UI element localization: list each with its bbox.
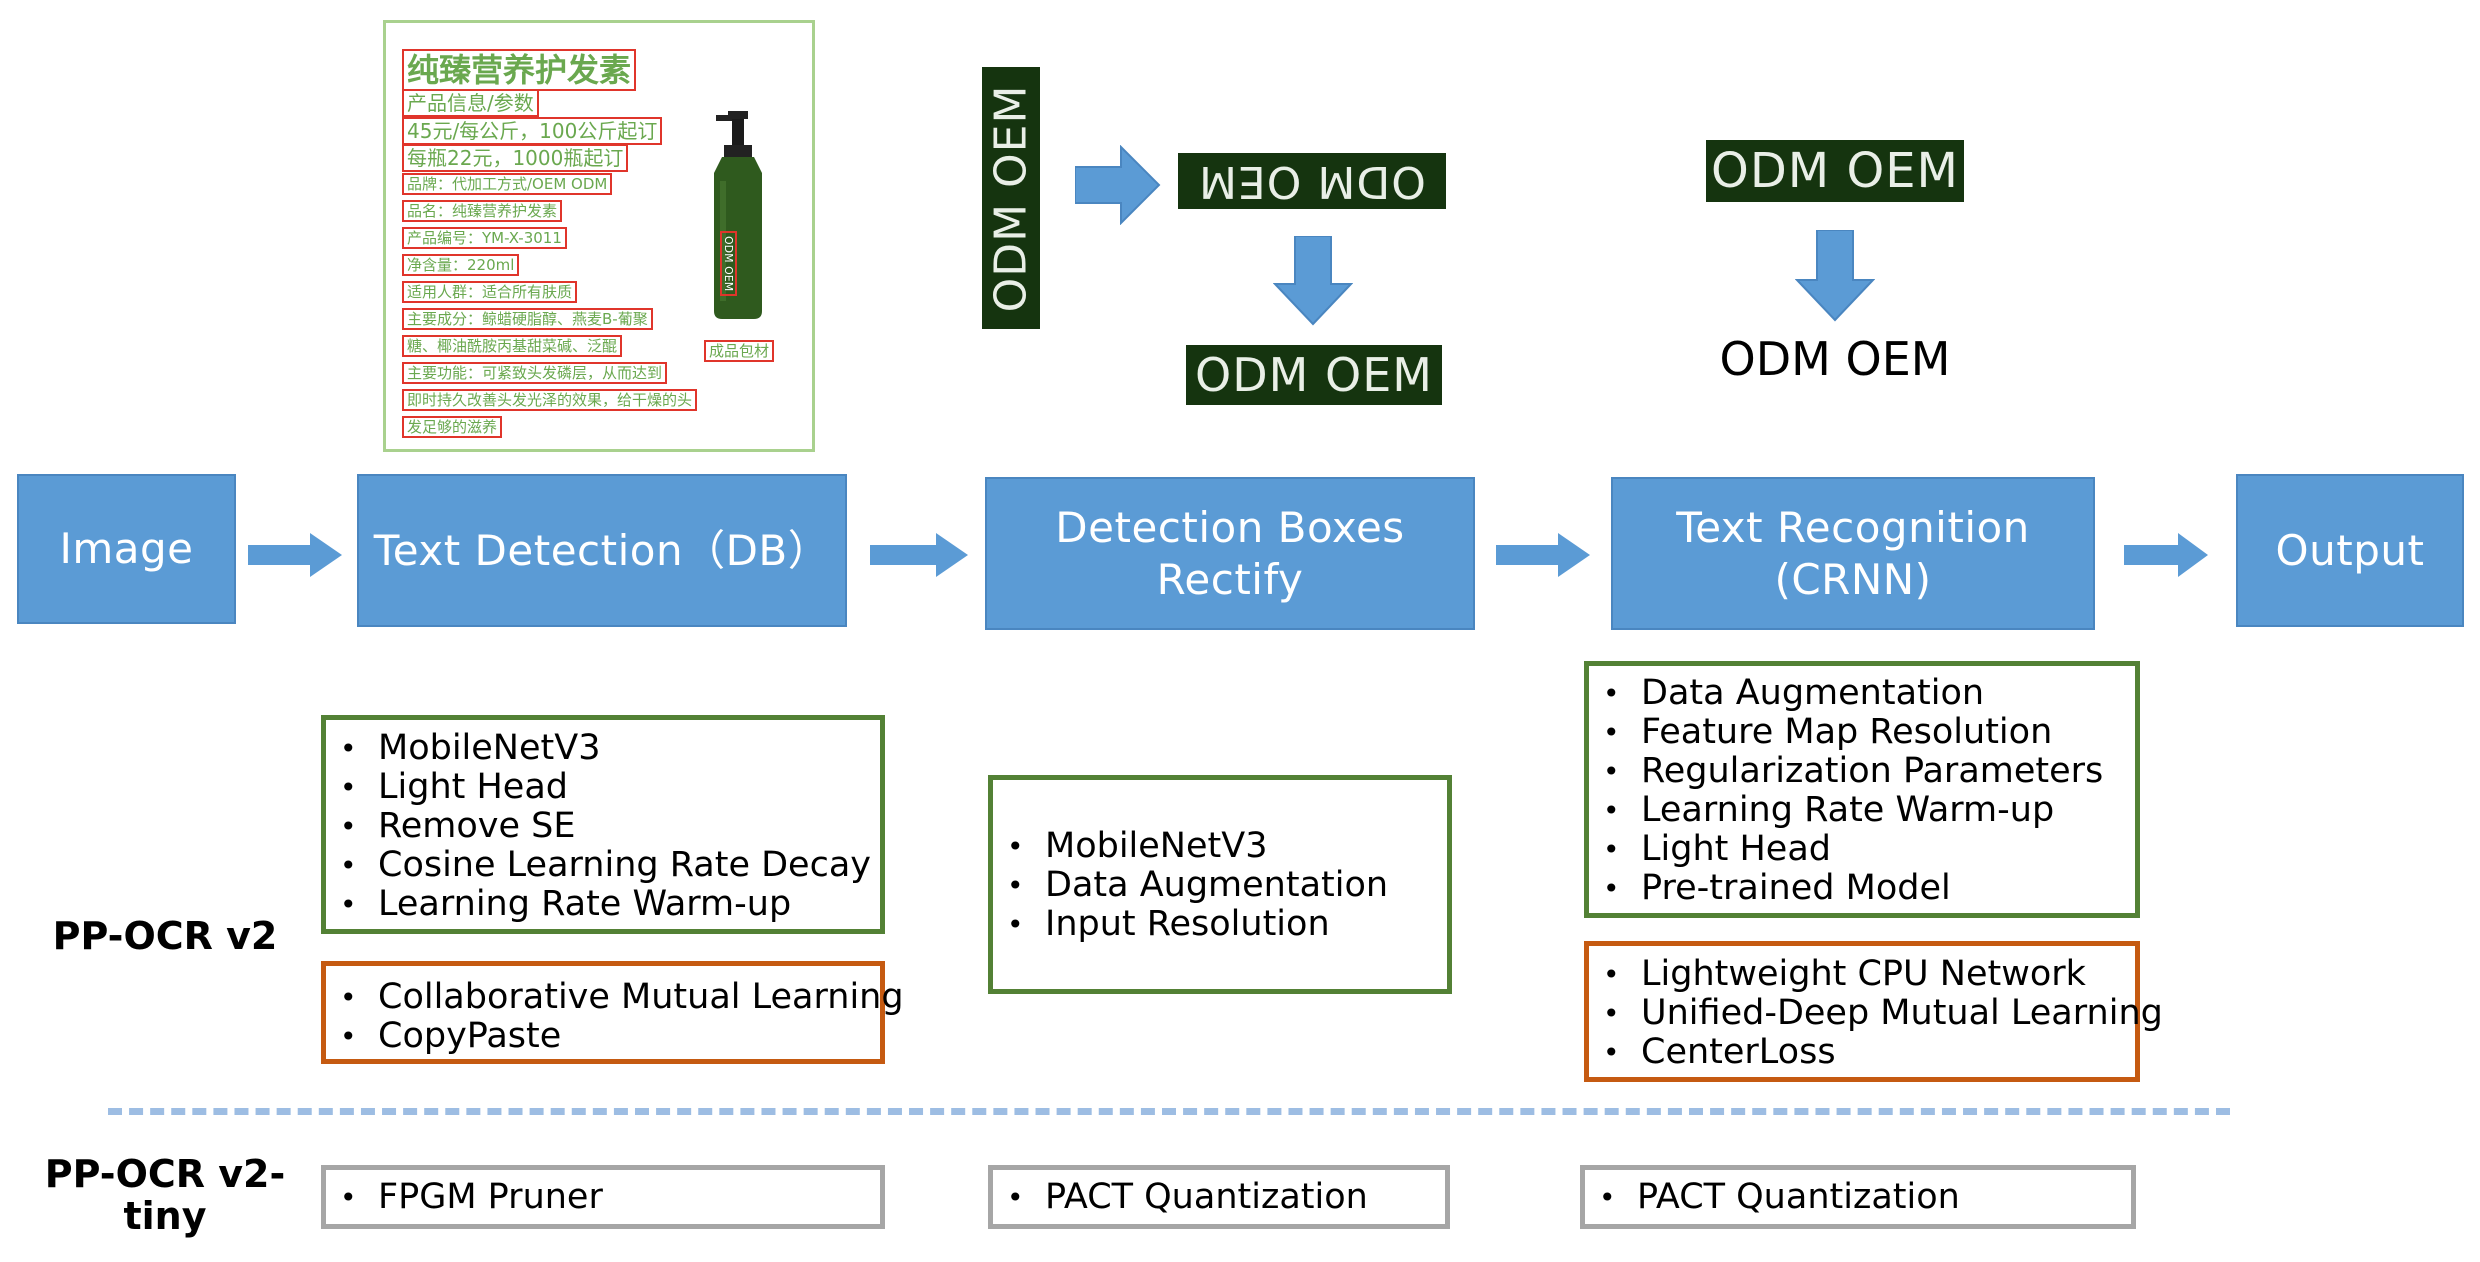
- product-text-line: 发足够的滋养: [402, 416, 503, 438]
- right-arrow-icon: [1496, 533, 1590, 577]
- product-text-line: 糖、椰油酰胺丙基甜菜碱、泛醌: [402, 335, 623, 357]
- tiny-detection-box: FPGM Pruner: [321, 1165, 885, 1229]
- stage-detection-boxes-rectify: Detection Boxes Rectify: [985, 477, 1475, 630]
- list-item: Pre-trained Model: [1589, 869, 2135, 909]
- detection-optimizations-box: MobileNetV3 Light Head Remove SE Cosine …: [321, 715, 885, 934]
- ppocr-v2-tiny-label: PP-OCR v2- tiny: [44, 1152, 286, 1238]
- stage-text-recognition: Text Recognition (CRNN): [1611, 477, 2095, 630]
- product-text-line: 品名：纯臻营养护发素: [402, 200, 563, 222]
- right-arrow-icon: [1075, 145, 1161, 225]
- down-arrow-icon: [1795, 230, 1875, 322]
- product-text-line: 主要成分：鲸蜡硬脂醇、燕麦B-葡聚: [402, 308, 653, 330]
- product-text-line: 纯臻营养护发素: [402, 45, 637, 91]
- list-item: MobileNetV3: [993, 827, 1447, 867]
- ppocr-v2-label: PP-OCR v2: [52, 914, 278, 958]
- product-text-line: 每瓶22元，1000瓶起订: [402, 142, 629, 172]
- vertical-text-crop: ODM OEM: [982, 67, 1040, 329]
- recognition-input-crop: ODM OEM: [1706, 140, 1964, 202]
- recognition-result: ODM OEM: [1719, 332, 1951, 386]
- list-item: Cosine Learning Rate Decay: [326, 846, 880, 886]
- product-text-line: 产品信息/参数: [402, 87, 539, 117]
- list-item: Light Head: [1589, 830, 2135, 870]
- product-text-line: 净含量：220ml: [402, 254, 520, 276]
- list-item: MobileNetV3: [326, 729, 880, 769]
- list-item: Data Augmentation: [1589, 674, 2135, 714]
- list-item: Data Augmentation: [993, 866, 1447, 906]
- tiny-rectify-box: PACT Quantization: [988, 1165, 1450, 1229]
- right-arrow-icon: [248, 533, 342, 577]
- list-item: Light Head: [326, 768, 880, 808]
- list-item: Unified-Deep Mutual Learning: [1589, 994, 2163, 1034]
- list-item: CopyPaste: [326, 1017, 880, 1057]
- list-item: Input Resolution: [993, 905, 1447, 945]
- tiny-recognition-box: PACT Quantization: [1580, 1165, 2136, 1229]
- list-item: Lightweight CPU Network: [1589, 955, 2135, 995]
- list-item: Learning Rate Warm-up: [1589, 791, 2135, 831]
- stage-image: Image: [17, 474, 236, 624]
- list-item: Learning Rate Warm-up: [326, 885, 880, 925]
- product-text-line: 产品编号：YM-X-3011: [402, 227, 567, 249]
- rectified-text-crop: ODM OEM: [1186, 345, 1442, 405]
- product-label-text: 成品包材: [704, 340, 775, 362]
- recognition-optimizations-box: Data Augmentation Feature Map Resolution…: [1584, 661, 2140, 918]
- down-arrow-icon: [1273, 236, 1353, 326]
- section-divider: [108, 1108, 2230, 1115]
- product-text-line: 主要功能：可紧致头发磷层，从而达到: [402, 362, 668, 384]
- list-item: Remove SE: [326, 807, 880, 847]
- recognition-strategies-box: Lightweight CPU Network Unified-Deep Mut…: [1584, 941, 2163, 1082]
- list-item: CenterLoss: [1589, 1033, 2135, 1073]
- list-item: Collaborative Mutual Learning: [326, 978, 904, 1018]
- product-text-line: 适用人群：适合所有肤质: [402, 281, 578, 303]
- list-item: Feature Map Resolution: [1589, 713, 2135, 753]
- rectify-optimizations-box: MobileNetV3 Data Augmentation Input Reso…: [988, 775, 1452, 994]
- bottle-label-text: ODM OEM: [720, 231, 737, 297]
- list-item: Regularization Parameters: [1589, 752, 2135, 792]
- product-text-line: 品牌：代加工方式/OEM ODM: [402, 173, 613, 195]
- list-item: PACT Quantization: [1585, 1178, 2131, 1218]
- stage-text-detection: Text Detection（DB）: [357, 474, 847, 627]
- list-item: FPGM Pruner: [326, 1178, 880, 1218]
- right-arrow-icon: [2124, 533, 2208, 577]
- stage-output: Output: [2236, 474, 2464, 627]
- product-image-panel: 纯臻营养护发素 产品信息/参数 45元/每公斤，100公斤起订 每瓶22元，10…: [383, 20, 815, 452]
- product-text-line: 45元/每公斤，100公斤起订: [402, 115, 663, 145]
- product-text-line: 即时持久改善头发光泽的效果，给干燥的头: [402, 389, 698, 411]
- detection-strategies-box: Collaborative Mutual Learning CopyPaste: [321, 961, 904, 1064]
- list-item: PACT Quantization: [993, 1178, 1445, 1218]
- bottle-icon: [714, 111, 762, 319]
- right-arrow-icon: [870, 533, 968, 577]
- mirrored-text-crop: ODM OEM: [1178, 153, 1446, 209]
